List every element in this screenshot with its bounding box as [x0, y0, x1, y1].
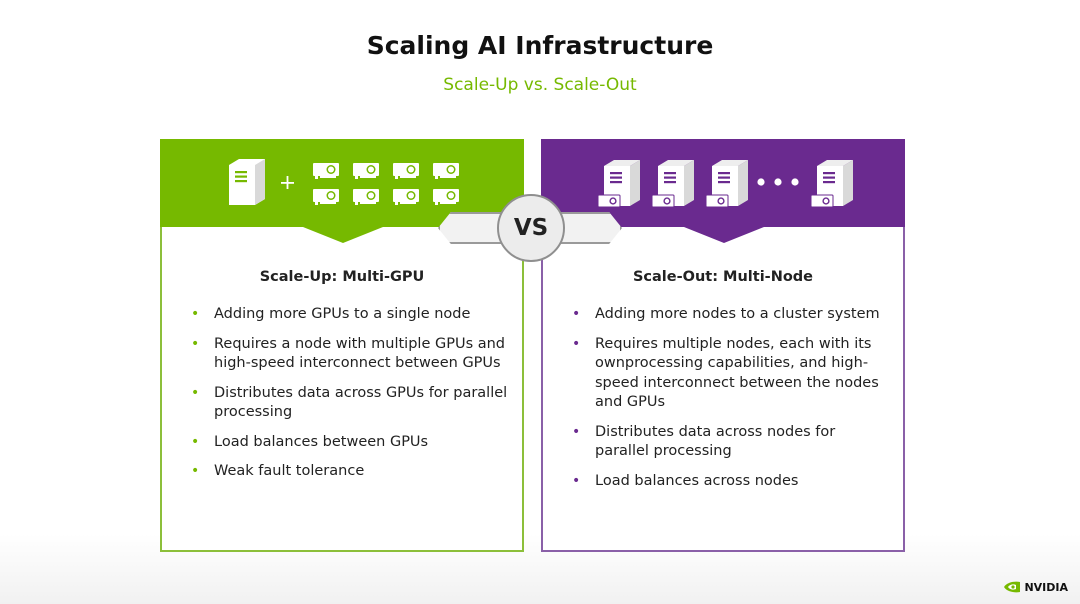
- plus-icon: [281, 176, 294, 189]
- scale-out-banner-notch: [684, 227, 764, 243]
- bullet-dot-icon: •: [572, 423, 581, 440]
- list-item: •Adding more GPUs to a single node: [190, 305, 510, 325]
- bullet-dot-icon: •: [191, 335, 200, 352]
- scale-out-bullet-list: •Adding more nodes to a cluster system •…: [571, 305, 891, 501]
- server-icon: [229, 159, 265, 205]
- gpu-icon: [353, 163, 379, 179]
- scale-out-card: Scale-Out: Multi-Node •Adding more nodes…: [541, 139, 905, 552]
- gpu-icon: [433, 189, 459, 205]
- bullet-dot-icon: •: [572, 472, 581, 489]
- gpu-icon: [393, 163, 419, 179]
- gpu-icon: [313, 189, 339, 205]
- list-item: •Load balances between GPUs: [190, 433, 510, 453]
- page-subtitle: Scale-Up vs. Scale-Out: [443, 75, 637, 95]
- list-item: •Adding more nodes to a cluster system: [571, 305, 891, 325]
- server-with-gpu-icon: [597, 160, 640, 208]
- ellipsis-icon: [757, 178, 799, 186]
- gpu-icon: [393, 189, 419, 205]
- server-with-gpu-icon: [651, 160, 694, 208]
- logo-wordmark: NVIDIA: [1024, 580, 1068, 594]
- bullet-dot-icon: •: [572, 306, 581, 322]
- gpu-icon: [313, 163, 339, 179]
- list-item: •Distributes data across GPUs for parall…: [191, 384, 508, 421]
- bullet-dot-icon: •: [191, 384, 200, 401]
- nvidia-logo: NVIDIA: [1003, 579, 1068, 595]
- list-item: •Requires a node with multiple GPUs and …: [191, 335, 506, 372]
- scale-up-banner-notch: [303, 227, 383, 243]
- gpu-icon: [433, 163, 459, 179]
- gpu-icon: [353, 189, 379, 205]
- nvidia-eye-icon: [1004, 581, 1021, 593]
- scale-out-title: Scale-Out: Multi-Node: [632, 269, 814, 285]
- scale-up-bullet-list: •Adding more GPUs to a single node •Requ…: [190, 305, 510, 492]
- bullet-dot-icon: •: [191, 463, 200, 479]
- list-item: •Weak fault tolerance: [190, 462, 510, 482]
- scale-up-card: Scale-Up: Multi-GPU •Adding more GPUs to…: [160, 139, 524, 552]
- bullet-dot-icon: •: [572, 335, 581, 352]
- list-item: •Load balances across nodes: [571, 472, 891, 492]
- page-title: Scaling AI Infrastructure: [366, 31, 714, 60]
- bullet-dot-icon: •: [191, 306, 200, 322]
- list-item: •Requires multiple nodes, each with its …: [572, 335, 879, 411]
- scale-up-title: Scale-Up: Multi-GPU: [259, 269, 425, 285]
- server-with-gpu-icon: [810, 160, 853, 208]
- server-with-gpu-icon: [705, 160, 748, 208]
- bullet-dot-icon: •: [191, 433, 200, 450]
- vs-badge: VS: [497, 194, 565, 262]
- list-item: •Distributes data across nodes for paral…: [572, 423, 836, 460]
